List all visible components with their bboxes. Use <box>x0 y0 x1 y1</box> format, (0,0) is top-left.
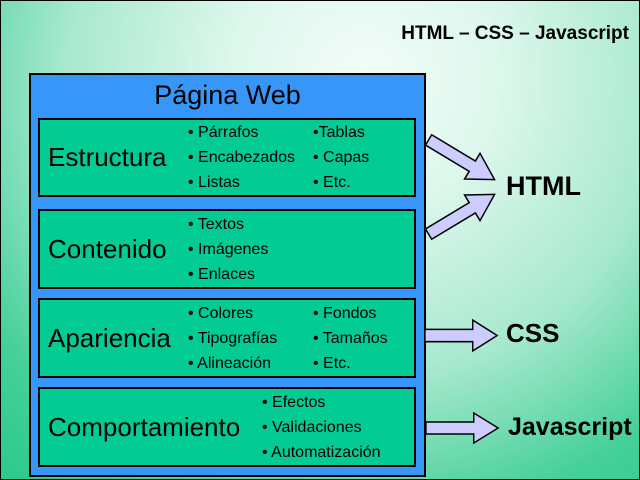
javascript-label: Javascript <box>508 413 632 441</box>
slide-title: HTML – CSS – Javascript <box>401 23 629 44</box>
bullet-item: • Etc. <box>313 174 351 191</box>
bullet-column: • Fondos • Tamaños • Etc. <box>313 300 388 376</box>
bullet-item: • Capas <box>313 149 370 166</box>
arrow-right-icon <box>424 317 499 354</box>
bullet-column: • Colores • Tipografías • Alineación <box>188 300 277 376</box>
bullet-item: • Automatización <box>262 443 381 461</box>
panel-title: Página Web <box>154 80 301 110</box>
bullet-item: • Textos <box>188 215 244 233</box>
row-label: Estructura <box>48 142 167 172</box>
bullet-column: •Tablas • Capas • Etc. <box>313 120 369 195</box>
row-label: Contenido <box>48 233 167 264</box>
arrow-right-icon <box>418 124 505 196</box>
bullet-item: • Listas <box>188 174 240 191</box>
bullet-item: • Tipografías <box>188 329 278 347</box>
bullet-item: • Párrafos <box>188 124 259 141</box>
row-apariencia: Apariencia • Colores • Tipografías • Ali… <box>38 298 416 378</box>
bullet-column: • Textos • Imágenes • Enlaces <box>188 211 268 287</box>
bullet-item: • Imágenes <box>188 240 269 258</box>
row-label: Apariencia <box>48 322 171 353</box>
bullet-item: • Colores <box>188 304 254 322</box>
arrow-right-icon <box>418 178 505 250</box>
bullet-item: •Tablas <box>313 124 365 141</box>
bullet-item: • Validaciones <box>262 418 362 436</box>
row-contenido: Contenido • Textos • Imágenes • Enlaces <box>38 209 416 289</box>
css-label: CSS <box>506 318 560 348</box>
html-label: HTML <box>506 171 581 201</box>
row-comportamiento: Comportamiento • Efectos • Validaciones … <box>38 387 416 467</box>
bullet-item: • Tamaños <box>313 329 388 347</box>
bullet-column: • Párrafos • Encabezados • Listas <box>188 120 295 195</box>
bullet-item: • Encabezados <box>188 149 296 166</box>
row-estructura: Estructura • Párrafos • Encabezados • Li… <box>38 118 416 197</box>
row-label: Comportamiento <box>48 411 241 442</box>
arrow-right-icon <box>425 410 500 446</box>
bullet-item: • Alineación <box>188 354 271 372</box>
bullet-item: • Fondos <box>313 304 377 322</box>
bullet-column: • Efectos • Validaciones • Automatizació… <box>262 389 381 465</box>
pagina-web-panel: Página Web Estructura • Párrafos • Encab… <box>29 73 426 477</box>
bullet-item: • Enlaces <box>188 265 255 283</box>
bullet-item: • Efectos <box>262 393 326 411</box>
bullet-item: • Etc. <box>313 354 351 372</box>
